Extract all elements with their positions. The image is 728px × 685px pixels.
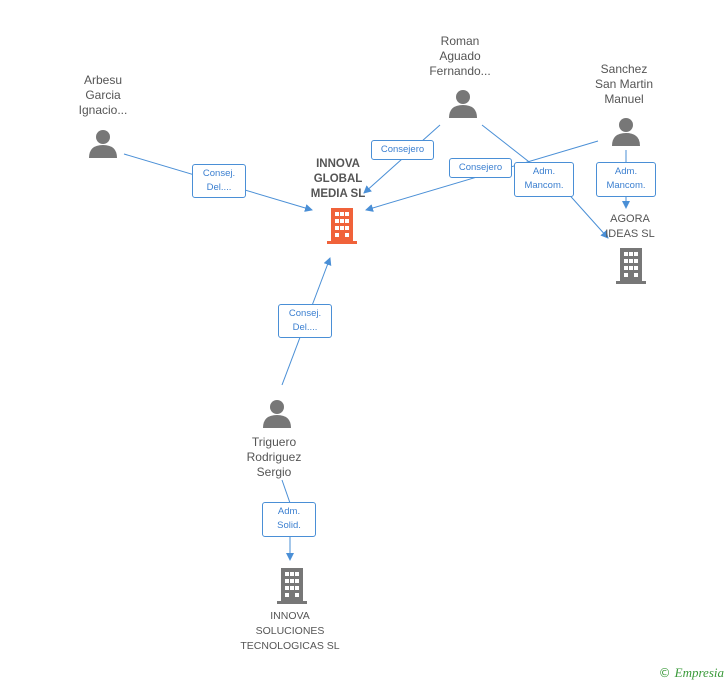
edge-label-sanchez-agora: Adm. Mancom. [596,162,656,197]
edge-label-roman-agora: Adm. Mancom. [514,162,574,197]
node-label-innova-global[interactable]: INNOVA GLOBAL MEDIA SL [310,158,366,200]
person-icon[interactable] [262,398,292,428]
node-label-innova-soluciones[interactable]: INNOVA SOLUCIONES TECNOLOGICAS SL [240,610,340,652]
node-label-sanchez[interactable]: Sanchez San Martin Manuel [594,62,654,106]
copyright-icon: © [658,666,671,680]
edge-label-triguero-innova: Consej. Del.... [278,304,332,338]
node-label-triguero[interactable]: Triguero Rodriguez Sergio [246,435,302,479]
building-icon[interactable] [616,248,646,284]
edge-label-triguero-soluciones: Adm. Solid. [262,502,316,537]
edge-label-arbesu-innova: Consej. Del.... [192,164,246,198]
brand-footer[interactable]: ©Empresia [659,665,724,681]
brand-logo: Empresia [674,665,724,680]
node-label-roman[interactable]: Roman Aguado Fernando... [429,34,491,78]
person-icon[interactable] [88,128,118,158]
node-label-arbesu[interactable]: Arbesu Garcia Ignacio... [78,73,128,117]
person-icon[interactable] [448,88,478,118]
node-label-agora[interactable]: AGORA IDEAS SL [605,213,655,240]
edge-label-roman-innova: Consejero [371,140,434,160]
building-icon-main[interactable] [327,208,357,244]
building-icon[interactable] [277,568,307,604]
edge-label-sanchez-innova: Consejero [449,158,512,178]
person-icon[interactable] [611,116,641,146]
